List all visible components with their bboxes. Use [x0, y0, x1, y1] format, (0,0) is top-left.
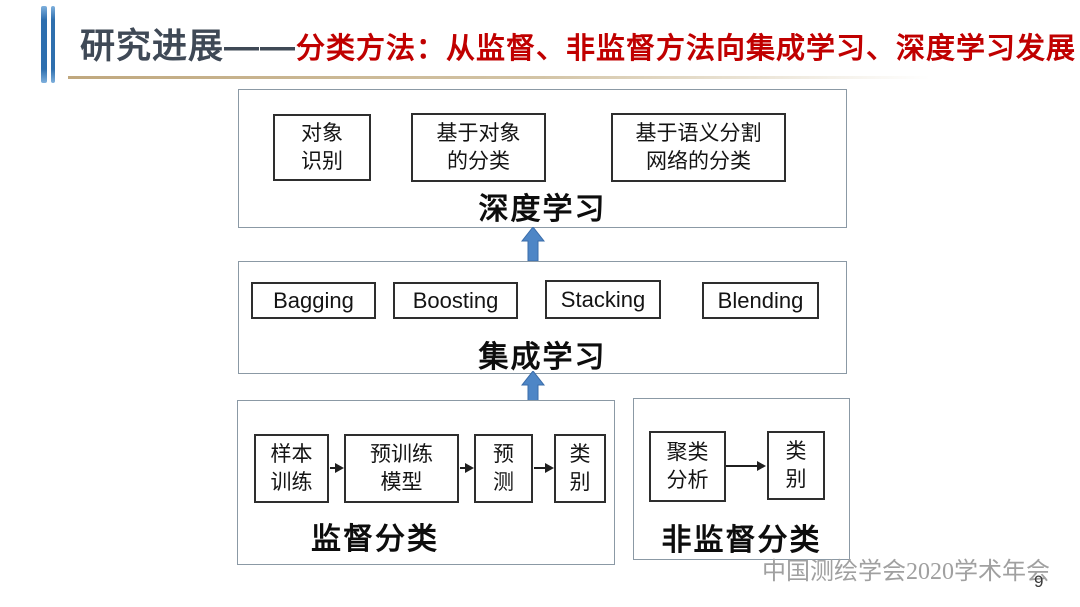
up-arrow-icon — [521, 227, 545, 261]
box-text: 样本 — [270, 442, 313, 466]
box-text: 类 — [785, 439, 807, 463]
box-text: Stacking — [560, 286, 646, 312]
box-text: 网络的分类 — [646, 149, 751, 173]
box-bagging: Bagging — [251, 282, 376, 319]
supervised-label: 监督分类 — [311, 523, 439, 556]
box-stacking: Stacking — [545, 280, 661, 319]
up-arrow-icon — [521, 371, 545, 405]
supervised-classification-group: 样本 训练 预训练 模型 预 测 类 别 监督分类 — [237, 400, 615, 565]
box-text: 训练 — [270, 470, 313, 494]
title-black-text: 研究进展—— — [80, 27, 297, 66]
box-object-recognition: 对象 识别 — [273, 114, 371, 181]
flow-arrow-icon — [330, 463, 344, 473]
title-red-text: 分类方法：从监督、非监督方法向集成学习、深度学习发展 — [296, 33, 1077, 65]
box-semantic-segmentation-classification: 基于语义分割 网络的分类 — [611, 113, 786, 182]
box-text: 对象 — [301, 121, 343, 145]
ensemble-learning-group: Bagging Boosting Stacking Blending 集成学习 — [238, 261, 847, 374]
box-text: 类 — [569, 442, 591, 466]
ensemble-learning-label: 集成学习 — [478, 341, 607, 374]
page-title: 研究进展—— 分类方法：从监督、非监督方法向集成学习、深度学习发展 — [80, 18, 1075, 69]
flow-arrow-icon — [460, 463, 474, 473]
box-text: 模型 — [380, 470, 423, 494]
box-text: Bagging — [273, 287, 354, 313]
box-pretrained-model: 预训练 模型 — [344, 434, 459, 503]
accent-bar-icon — [41, 6, 47, 83]
box-prediction: 预 测 — [474, 434, 533, 503]
flow-arrow-icon — [726, 461, 766, 471]
box-text: 分析 — [666, 468, 709, 492]
page-number: 9 — [1034, 572, 1044, 591]
box-cluster-analysis: 聚类 分析 — [649, 431, 726, 502]
title-underline — [68, 76, 930, 79]
deep-learning-group: 对象 识别 基于对象 的分类 基于语义分割 网络的分类 深度学习 — [238, 89, 847, 228]
box-text: 识别 — [301, 149, 343, 173]
box-boosting: Boosting — [393, 282, 518, 319]
accent-bar-icon — [51, 6, 55, 83]
box-text: Boosting — [412, 287, 499, 313]
box-text: Blending — [717, 287, 804, 313]
box-text: 基于对象 — [436, 121, 521, 145]
box-text: 别 — [569, 470, 591, 494]
box-text: 别 — [785, 467, 807, 491]
box-text: 基于语义分割 — [635, 121, 762, 145]
flow-arrow-icon — [534, 463, 554, 473]
deep-learning-label: 深度学习 — [478, 193, 607, 226]
box-object-based-classification: 基于对象 的分类 — [411, 113, 546, 182]
box-sample-training: 样本 训练 — [254, 434, 329, 503]
unsupervised-label: 非监督分类 — [661, 524, 822, 557]
box-text: 预 — [493, 442, 514, 466]
conference-watermark: 中国测绘学会2020学术年会 — [762, 559, 1050, 585]
unsupervised-classification-group: 聚类 分析 类 别 非监督分类 — [633, 398, 850, 560]
box-text: 预训练 — [370, 442, 433, 466]
box-category: 类 别 — [767, 431, 825, 500]
box-category: 类 别 — [554, 434, 606, 503]
box-text: 测 — [493, 470, 514, 494]
box-text: 的分类 — [447, 149, 510, 173]
box-text: 聚类 — [666, 440, 709, 464]
box-blending: Blending — [702, 282, 819, 319]
